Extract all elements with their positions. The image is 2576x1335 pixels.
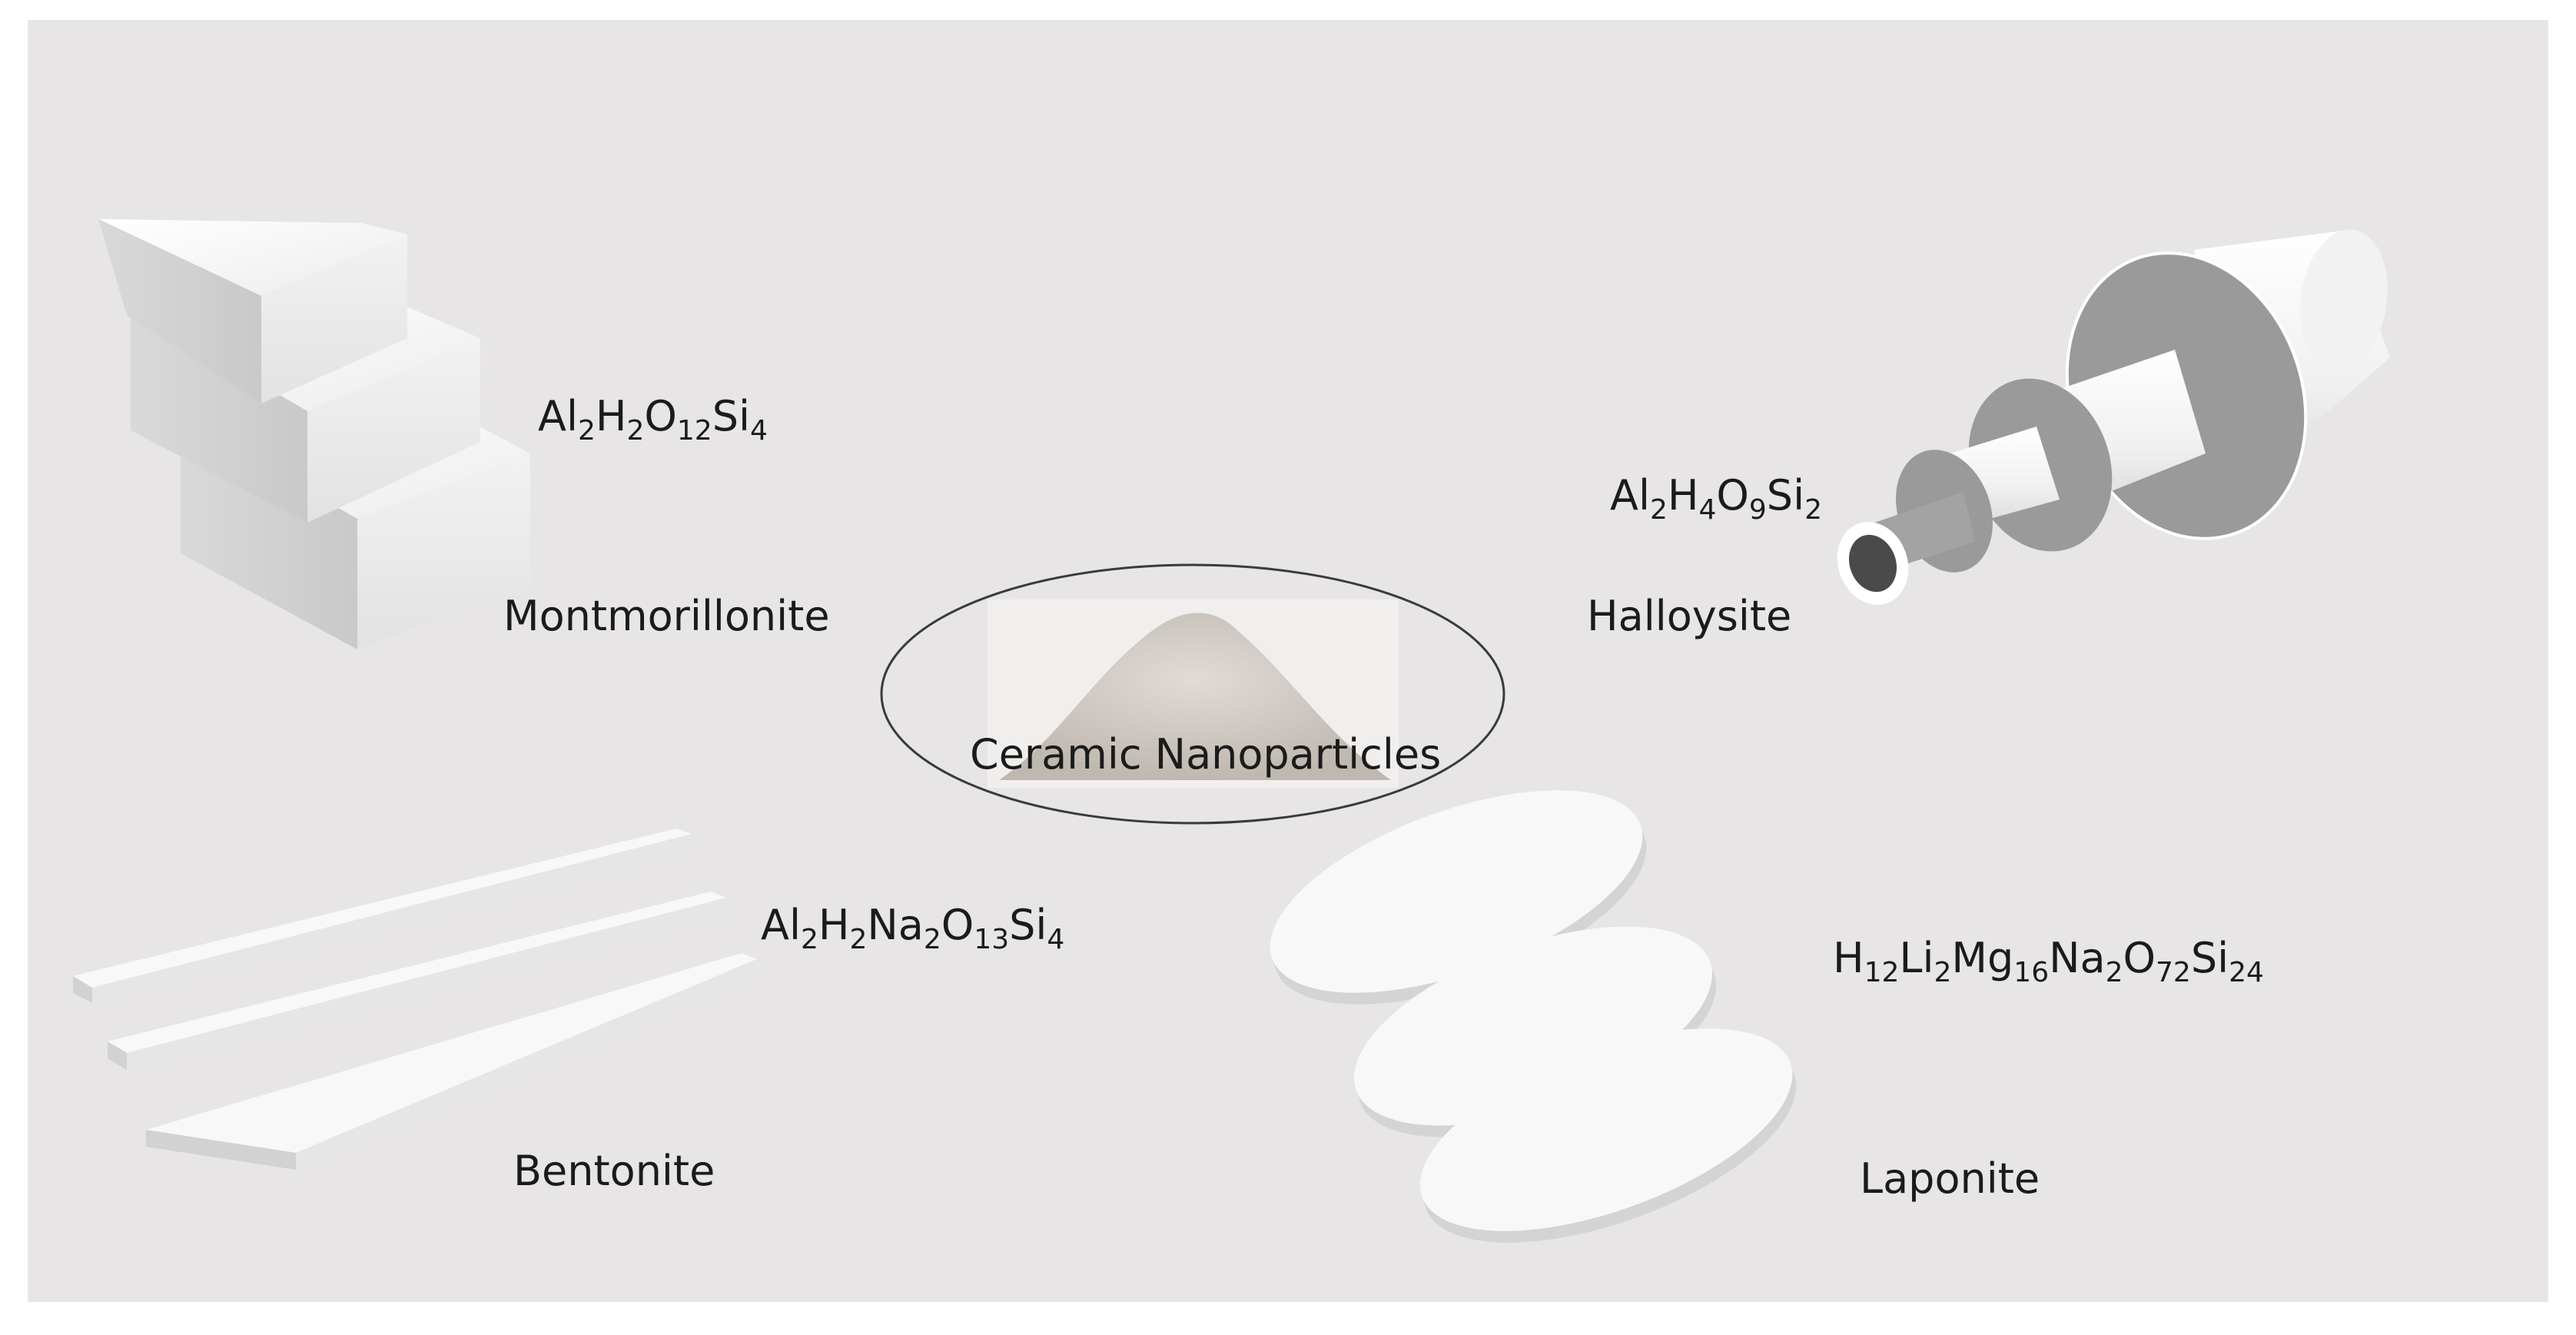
formula-subscript: 2 (577, 415, 596, 447)
formula-element: Si (712, 392, 750, 440)
formula-element: O (941, 901, 974, 949)
halloysite-formula: Al2H4O9Si2 (1610, 475, 1822, 524)
formula-element: Al (761, 901, 801, 949)
formula-element: Si (2190, 934, 2229, 982)
block-bottom-front (357, 453, 530, 649)
formula-subscript: 4 (1698, 494, 1717, 526)
formula-element: O (2123, 934, 2156, 982)
formula-subscript: 12 (676, 415, 712, 447)
laponite-discs (1270, 790, 1797, 1243)
formula-subscript: 13 (974, 924, 1010, 955)
block-middle-side (131, 307, 307, 523)
formula-element: Si (1766, 471, 1805, 520)
formula-element: Mg (1951, 934, 2014, 982)
laponite-formula: H12Li2Mg16Na2O72Si24 (1833, 938, 2264, 987)
block-top-side (98, 219, 261, 403)
formula-element: Na (2049, 934, 2106, 982)
formula-subscript: 2 (1649, 494, 1668, 526)
ceramic-nanoparticles-hub (880, 563, 1505, 825)
bentonite-slabs (73, 829, 757, 1170)
formula-subscript: 4 (1047, 924, 1065, 955)
formula-subscript: 4 (749, 415, 768, 447)
formula-element: Al (1610, 471, 1650, 520)
formula-subscript: 12 (1864, 957, 1900, 988)
formula-subscript: 2 (1934, 957, 1952, 988)
formula-element: H (595, 392, 627, 440)
formula-subscript: 2 (849, 924, 868, 955)
formula-element: H (818, 901, 850, 949)
formula-element: O (644, 392, 677, 440)
formula-element: Si (1009, 901, 1047, 949)
formula-subscript: 16 (2013, 957, 2050, 988)
formula-element: O (1716, 471, 1749, 520)
montmorillonite-blocks (98, 219, 530, 649)
laponite-name: Laponite (1860, 1154, 2040, 1203)
formula-element: H (1667, 471, 1699, 520)
formula-subscript: 24 (2229, 957, 2264, 988)
bentonite-name: Bentonite (513, 1147, 715, 1195)
montmorillonite-name: Montmorillonite (503, 592, 830, 640)
formula-element: Na (867, 901, 924, 949)
hub-outline (880, 563, 1505, 825)
formula-element: H (1833, 934, 1864, 982)
formula-subscript: 2 (626, 415, 645, 447)
block-top-top (98, 219, 407, 296)
bentonite-formula: Al2H2Na2O13Si4 (761, 905, 1064, 954)
center-label: Ceramic Nanoparticles (970, 730, 1442, 779)
formula-subscript: 2 (2105, 957, 2123, 988)
formula-element: Al (538, 392, 578, 440)
halloysite-name: Halloysite (1587, 592, 1792, 640)
formula-subscript: 2 (1804, 494, 1822, 526)
block-middle-front (307, 338, 480, 523)
halloysite-tubes (1837, 229, 2390, 605)
formula-subscript: 2 (923, 924, 941, 955)
block-top-front (261, 234, 407, 403)
formula-subscript: 2 (800, 924, 818, 955)
formula-subscript: 9 (1748, 494, 1767, 526)
montmorillonite-formula: Al2H2O12Si4 (538, 396, 768, 445)
formula-subscript: 72 (2156, 957, 2191, 988)
formula-element: Li (1899, 934, 1934, 982)
powder-pile (999, 613, 1391, 780)
